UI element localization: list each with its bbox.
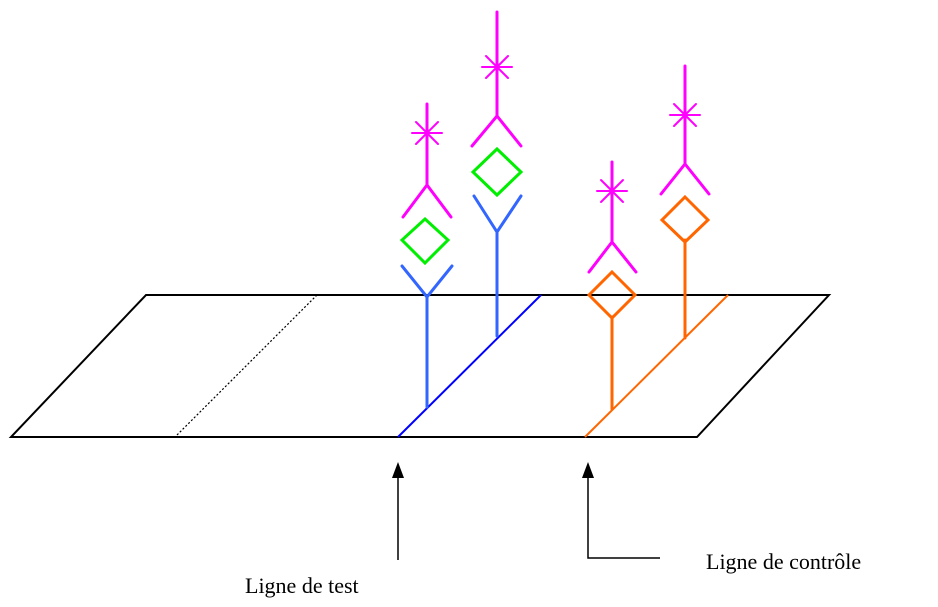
arrowhead-icon [582, 462, 594, 478]
antigen-icon [470, 146, 524, 198]
control-complex-back [659, 64, 711, 340]
detection-antibody-arms [470, 113, 523, 148]
test-line-arrow [392, 462, 404, 560]
detection-antibody-arms [587, 239, 638, 274]
test-complex-back [470, 10, 524, 338]
antigen-icon [399, 216, 451, 266]
control-line-label: Ligne de contrôle [706, 549, 862, 574]
control-line-arrow [582, 462, 660, 559]
label-asterisk-icon [596, 175, 628, 207]
detection-antibody-arms [401, 182, 453, 219]
detection-antibody-arms [659, 161, 711, 196]
label-asterisk-icon [411, 117, 443, 149]
test-line-label: Ligne de test [245, 573, 359, 598]
arrowhead-icon [392, 462, 404, 478]
control-line [584, 294, 729, 438]
capture-antibody-arms [472, 194, 523, 235]
label-asterisk-icon [669, 99, 701, 131]
control-antigen-icon [586, 269, 638, 321]
test-complex-front [399, 102, 454, 409]
control-antigen-icon [659, 194, 711, 245]
test-strip [8, 294, 832, 438]
capture-antibody-arms [400, 264, 454, 300]
label-asterisk-icon [481, 51, 513, 83]
control-complex-front [586, 160, 638, 411]
sample-pad-dotted-line [174, 294, 318, 438]
test-line [397, 294, 542, 438]
